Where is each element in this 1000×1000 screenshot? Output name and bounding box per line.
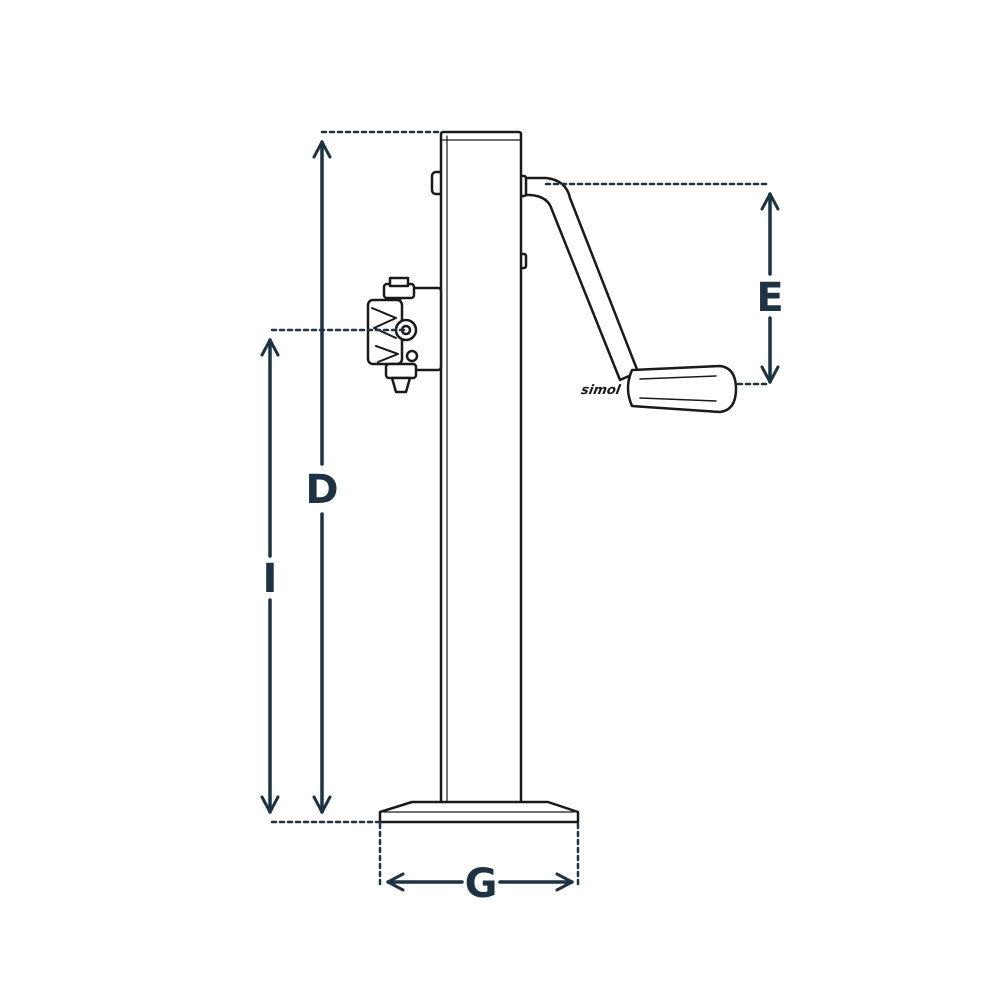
crank-handle: simol (514, 174, 738, 414)
dimension-label-d: D (305, 467, 338, 513)
mounting-clamp (366, 276, 443, 394)
crank-arm (520, 176, 640, 382)
crank-grip-groove (639, 375, 717, 402)
clamp-small-bolt (405, 349, 419, 363)
dimension-label-e: E (756, 275, 783, 321)
clamp-spring-bottom (375, 345, 399, 363)
dimension-label-i: I (263, 556, 278, 602)
jack-tube (439, 130, 523, 810)
dimension-labels: D I E G (263, 275, 784, 907)
dimension-label-g: G (465, 861, 498, 907)
clamp-spring-top (371, 307, 397, 339)
clamp-bottom-bolt (390, 376, 412, 394)
clamp-top-bolt (388, 276, 410, 288)
clamp-bottom-nut (384, 362, 418, 380)
jack-drawing: simol (366, 130, 738, 824)
crank-grip-logo: simol (580, 383, 622, 398)
crank-grip (626, 364, 738, 414)
dimension-lines (260, 130, 780, 892)
